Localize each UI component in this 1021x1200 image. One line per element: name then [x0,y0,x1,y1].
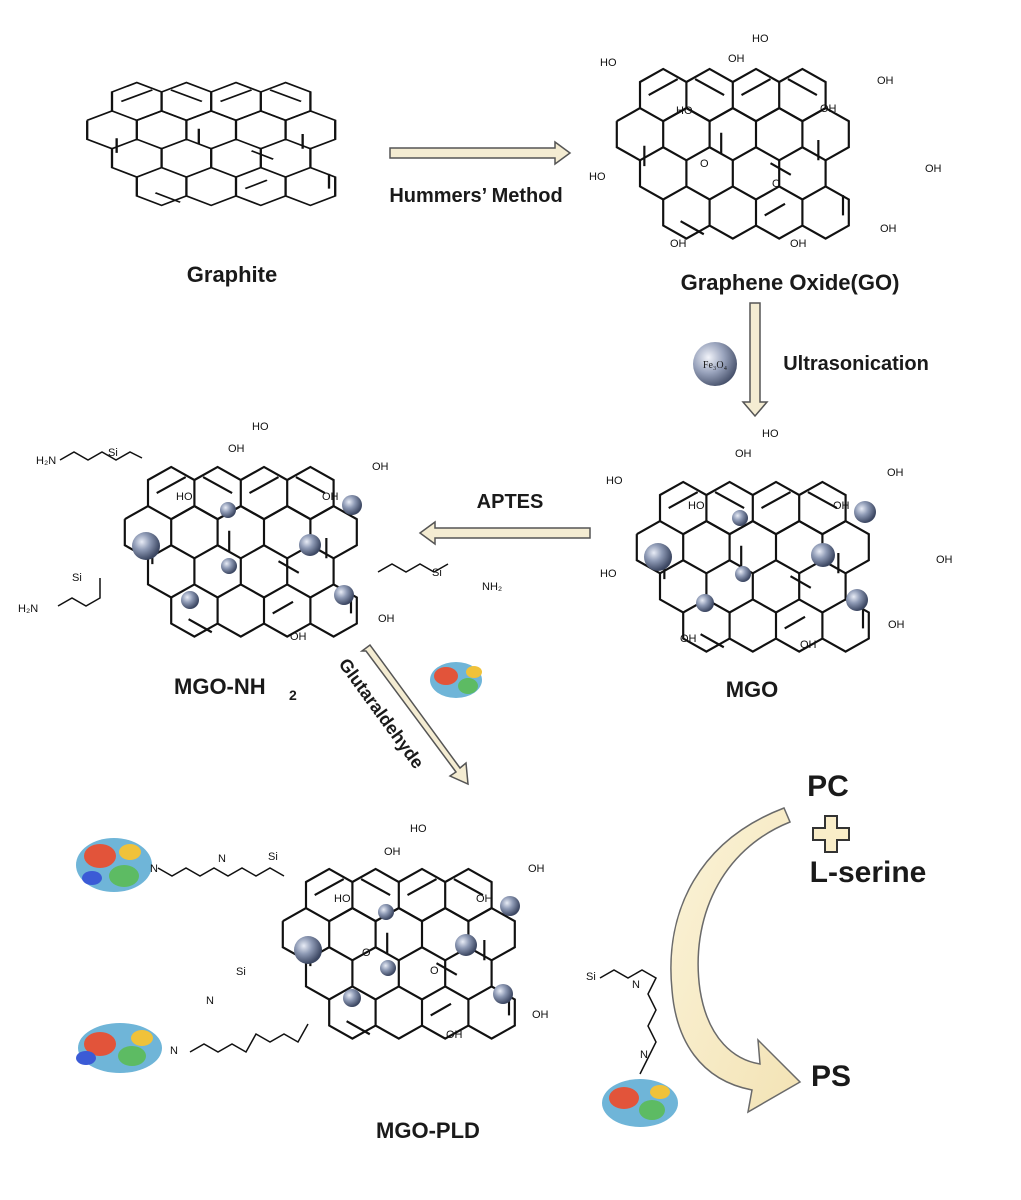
svg-text:OH: OH [880,223,897,235]
svg-text:HO: HO [688,500,705,512]
svg-text:OH: OH [790,238,807,250]
svg-text:OH: OH [877,75,894,87]
svg-text:OH: OH [887,467,904,479]
svg-text:HO: HO [606,475,623,487]
svg-text:OH: OH [290,631,307,643]
svg-text:OH: OH [800,639,817,651]
svg-text:O: O [362,947,371,959]
ultrasonication-arrow [741,302,769,418]
svg-text:Si: Si [268,851,278,863]
svg-text:Si: Si [236,966,246,978]
svg-text:OH: OH [528,863,545,875]
svg-text:OH: OH [384,846,401,858]
svg-text:HO: HO [676,105,693,117]
svg-text:OH: OH [728,53,745,65]
svg-text:OH: OH [820,103,837,115]
svg-text:OH: OH [936,554,953,566]
svg-text:OH: OH [888,619,905,631]
svg-text:OH: OH [372,461,389,473]
svg-text:MGO-NH: MGO-NH [174,674,266,699]
svg-text:Fe₃O₄: Fe₃O₄ [703,360,728,371]
svg-text:H₂N: H₂N [18,603,38,615]
svg-text:OH: OH [670,238,687,250]
svg-text:NH₂: NH₂ [482,581,502,593]
mgo-nh2-label: MGO-NH 2 [174,674,297,703]
svg-text:OH: OH [476,893,493,905]
graphite-label: Graphite [187,262,277,287]
svg-text:N: N [640,1049,648,1061]
svg-text:Si: Si [72,572,82,584]
svg-text:HO: HO [600,57,617,69]
l-serine-substrate-label: L-serine [810,856,927,889]
enzyme-icon [76,1023,162,1073]
mgo-pld-structure: N N Si Si N N Si N N OH HO OH HO OH O O … [150,823,657,1075]
svg-text:HO: HO [252,421,269,433]
svg-text:Si: Si [108,447,118,459]
svg-text:H₂N: H₂N [36,455,56,467]
pc-substrate-label: PC [807,770,849,803]
svg-text:OH: OH [322,491,339,503]
svg-text:N: N [218,853,226,865]
svg-text:OH: OH [378,613,395,625]
ultrasonication-label: Ultrasonication [783,353,929,375]
svg-text:OH: OH [446,1029,463,1041]
svg-text:OH: OH [680,633,697,645]
mgo-structure: HO OH HO OH HO OH HO OH OH OH OH [600,428,953,653]
svg-text:O: O [430,965,439,977]
svg-text:O: O [700,158,709,170]
svg-text:HO: HO [410,823,427,835]
graphene-oxide-label: Graphene Oxide(GO) [681,270,900,295]
enzyme-icon [76,838,152,892]
mgo-pld-label: MGO-PLD [376,1118,480,1143]
fe3o4-nanoparticle: Fe₃O₄ [693,342,737,386]
svg-text:N: N [170,1045,178,1057]
svg-text:HO: HO [600,568,617,580]
svg-text:Si: Si [432,567,442,579]
svg-text:Si: Si [586,971,596,983]
mgo-nh2-structure: H₂N Si Si Si H₂N NH₂ OH HO OH HO OH OH O… [18,421,502,643]
svg-text:N: N [150,863,158,875]
plus-icon [812,815,850,853]
graphene-oxide-structure: HO OH HO OH HO OH O O HO OH OH OH OH [589,33,942,250]
svg-text:2: 2 [289,687,297,703]
svg-text:OH: OH [925,163,942,175]
svg-text:N: N [206,995,214,1007]
ps-product-label: PS [811,1060,851,1093]
svg-text:OH: OH [833,500,850,512]
svg-text:N: N [632,979,640,991]
svg-text:HO: HO [762,428,779,440]
glutaraldehyde-arrow [359,643,469,786]
svg-text:HO: HO [589,171,606,183]
svg-text:HO: HO [334,893,351,905]
reaction-curved-arrow [670,807,802,1114]
aptes-arrow [418,520,591,546]
graphite-structure [86,81,337,207]
mgo-label: MGO [726,677,779,702]
hummers-method-label: Hummers’ Method [389,185,562,207]
enzyme-icon [430,662,482,698]
svg-text:HO: HO [752,33,769,45]
aptes-label: APTES [477,491,544,513]
enzyme-icon [602,1079,678,1127]
svg-text:HO: HO [176,491,193,503]
svg-text:OH: OH [228,443,245,455]
svg-text:O: O [772,178,781,190]
hummers-arrow [389,140,572,166]
svg-text:OH: OH [532,1009,549,1021]
svg-text:OH: OH [735,448,752,460]
